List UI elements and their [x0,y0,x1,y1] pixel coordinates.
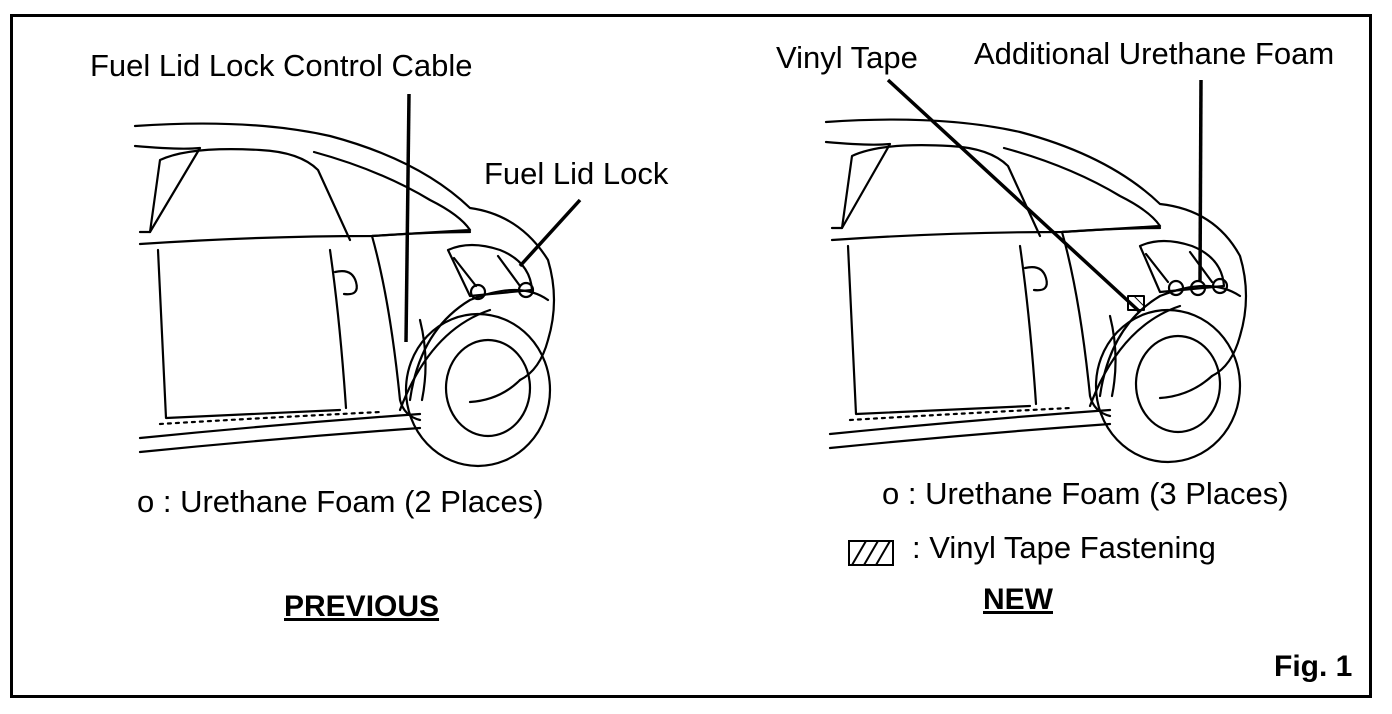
cable-leader-line [404,93,411,343]
title-previous: PREVIOUS [284,590,440,623]
figure-label: Fig. 1 [1274,650,1353,683]
legend-vinyl-tape-fastening: : Vinyl Tape Fastening [912,530,1216,565]
label-vinyl-tape: Vinyl Tape [776,40,918,75]
label-fuel-lid-lock: Fuel Lid Lock [484,156,669,191]
label-fuel-lid-lock-control-cable: Fuel Lid Lock Control Cable [90,48,473,83]
previous-car-drawing [133,122,556,468]
label-additional-urethane-foam: Additional Urethane Foam [974,36,1335,71]
tape-leader-line [886,78,1142,314]
figure-frame [10,14,1372,698]
new-car-drawing [824,118,1248,464]
legend-urethane-foam-new: o : Urethane Foam (3 Places) [882,476,1289,511]
legend-urethane-foam-previous: o : Urethane Foam (2 Places) [137,484,544,519]
title-new: NEW [983,583,1053,616]
lock-leader-line [518,198,582,268]
foam-leader-line [1198,79,1203,283]
vinyl-tape-hatch-icon [848,540,894,566]
